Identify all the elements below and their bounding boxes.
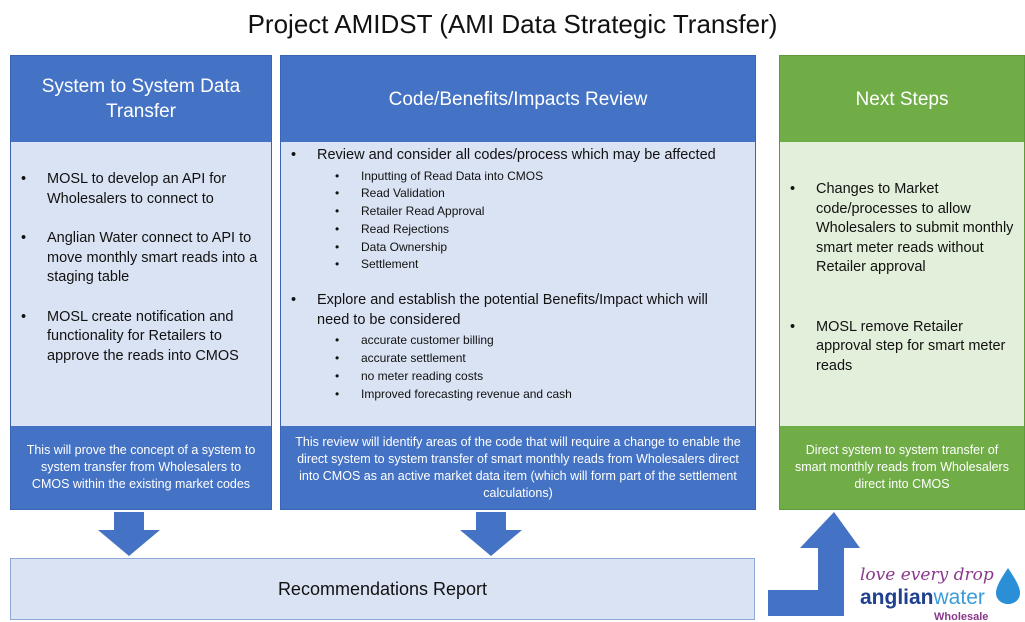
system-bullet-3: MOSL create notification and functionali… bbox=[11, 308, 261, 367]
logo-brand-a: anglian bbox=[860, 586, 934, 609]
logo-sub: Wholesale bbox=[934, 611, 988, 622]
system-transfer-body: MOSL to develop an API for Wholesalers t… bbox=[11, 142, 271, 426]
down-arrow-icon bbox=[460, 512, 522, 556]
review-panel: Code/Benefits/Impacts Review Review and … bbox=[280, 55, 756, 510]
next-bullet-2: MOSL remove Retailer approval step for s… bbox=[780, 318, 1016, 377]
review-body: Review and consider all codes/process wh… bbox=[281, 142, 755, 426]
review-sub-item: Settlement bbox=[317, 256, 737, 274]
review-sub-item: accurate customer billing bbox=[317, 332, 737, 350]
review-bullet-1: Review and consider all codes/process wh… bbox=[281, 146, 737, 274]
review-sub-item: Inputting of Read Data into CMOS bbox=[317, 168, 737, 186]
system-bullet-2: Anglian Water connect to API to move mon… bbox=[11, 229, 261, 288]
system-transfer-panel: System to System Data Transfer MOSL to d… bbox=[10, 55, 272, 510]
review-bullet-2-text: Explore and establish the potential Bene… bbox=[317, 292, 708, 328]
review-footer: This review will identify areas of the c… bbox=[281, 426, 755, 509]
review-sub-item: Improved forecasting revenue and cash bbox=[317, 386, 737, 404]
logo-tagline: love every drop bbox=[860, 565, 994, 585]
review-sub-item: accurate settlement bbox=[317, 350, 737, 368]
page-title: Project AMIDST (AMI Data Strategic Trans… bbox=[247, 9, 778, 39]
down-arrow-icon bbox=[98, 512, 160, 556]
review-bullet-2: Explore and establish the potential Bene… bbox=[281, 291, 737, 403]
system-transfer-footer: This will prove the concept of a system … bbox=[11, 426, 271, 509]
review-sub-item: no meter reading costs bbox=[317, 368, 737, 386]
review-sub-item: Read Rejections bbox=[317, 221, 737, 239]
system-bullet-1: MOSL to develop an API for Wholesalers t… bbox=[11, 170, 261, 209]
system-transfer-header: System to System Data Transfer bbox=[11, 56, 271, 142]
next-steps-footer: Direct system to system transfer of smar… bbox=[780, 426, 1024, 509]
water-drop-icon bbox=[996, 568, 1020, 604]
logo-brand-b: water bbox=[933, 586, 985, 609]
bent-up-arrow-icon bbox=[768, 512, 860, 616]
recommendations-report: Recommendations Report bbox=[10, 558, 755, 620]
next-steps-header: Next Steps bbox=[780, 56, 1024, 142]
review-sub-item: Data Ownership bbox=[317, 239, 737, 257]
review-sub-item: Read Validation bbox=[317, 185, 737, 203]
next-bullet-1: Changes to Market code/processes to allo… bbox=[780, 180, 1016, 278]
svg-text:anglianwater: anglianwater bbox=[860, 586, 985, 609]
next-steps-body: Changes to Market code/processes to allo… bbox=[780, 142, 1024, 426]
review-header: Code/Benefits/Impacts Review bbox=[281, 56, 755, 142]
anglian-water-logo: love every drop anglianwater Wholesale bbox=[860, 565, 1020, 622]
next-steps-panel: Next Steps Changes to Market code/proces… bbox=[779, 55, 1025, 510]
review-sub-item: Retailer Read Approval bbox=[317, 203, 737, 221]
review-bullet-1-text: Review and consider all codes/process wh… bbox=[317, 147, 716, 163]
